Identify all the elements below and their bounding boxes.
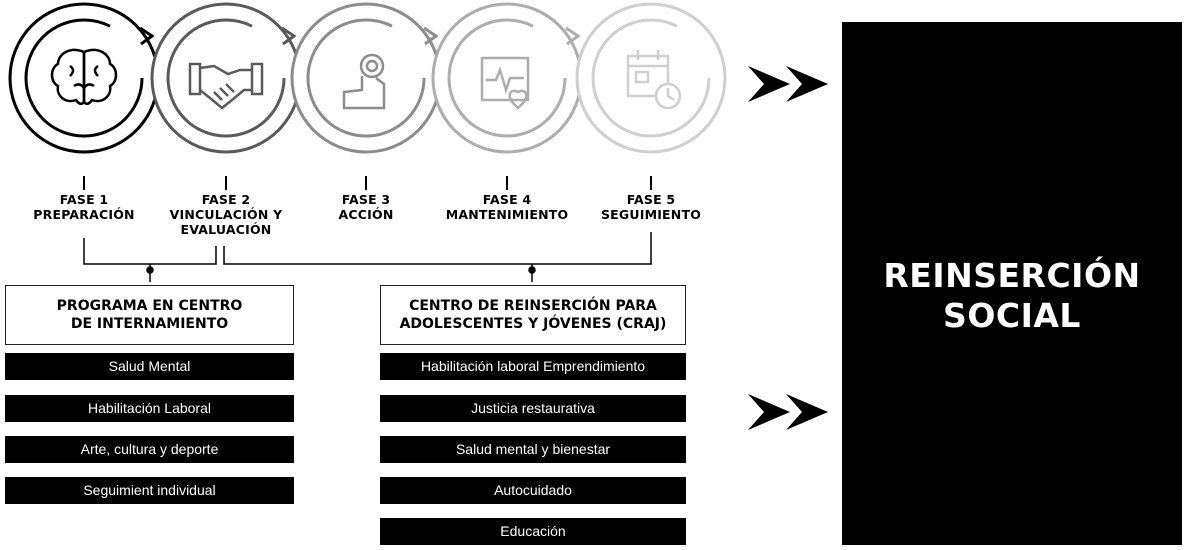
phase-circle-5 — [575, 2, 727, 154]
internment-item: Seguimient individual — [5, 477, 294, 504]
internment-item: Salud Mental — [5, 353, 294, 380]
phase-name: EVALUACIÓN — [180, 222, 272, 237]
double-chevron-icon — [748, 66, 828, 102]
bracket-connector-craj — [223, 232, 652, 282]
social-reinsertion-title: REINSERCIÓN SOCIAL — [842, 256, 1182, 336]
title-line: SOCIAL — [943, 296, 1081, 335]
phase-number: FASE 2 — [201, 192, 251, 207]
craj-item: Salud mental y bienestar — [380, 436, 686, 463]
title-line: PROGRAMA EN CENTRO — [56, 298, 243, 314]
phase-label-4: FASE 4 MANTENIMIENTO — [437, 192, 577, 222]
social-reinsertion-panel: REINSERCIÓN SOCIAL — [842, 22, 1182, 545]
phase-label-3: FASE 3 ACCIÓN — [316, 192, 416, 222]
phase-name: SEGUIMIENTO — [600, 207, 702, 222]
strength-icon — [342, 53, 386, 110]
bracket-connector-internment — [83, 238, 217, 282]
phase-label-1: FASE 1 PREPARACIÓN — [24, 192, 144, 222]
phase-circle-3 — [290, 2, 442, 154]
internment-program-title: PROGRAMA EN CENTRO DE INTERNAMIENTO — [5, 285, 294, 345]
craj-program-title: CENTRO DE REINSERCIÓN PARA ADOLESCENTES … — [380, 285, 686, 345]
phase-number: FASE 3 — [341, 192, 391, 207]
phase-name: MANTENIMIENTO — [445, 207, 569, 222]
phase-number: FASE 4 — [482, 192, 532, 207]
title-line: ADOLESCENTES Y JÓVENES (CRAJ) — [399, 316, 667, 332]
craj-item: Autocuidado — [380, 477, 686, 504]
internment-item: Arte, cultura y deporte — [5, 436, 294, 463]
phase-label-5: FASE 5 SEGUIMIENTO — [591, 192, 711, 222]
craj-item: Habilitación laboral Emprendimiento — [380, 353, 686, 380]
brain-icon — [50, 48, 118, 105]
internment-item: Habilitación Laboral — [5, 395, 294, 422]
phase-label-2: FASE 2 VINCULACIÓN Y EVALUACIÓN — [160, 192, 292, 237]
flow-arrowhead-1 — [139, 26, 155, 46]
double-chevron-icon — [748, 394, 828, 430]
title-line: CENTRO DE REINSERCIÓN PARA — [409, 298, 657, 314]
phase-number: FASE 1 — [59, 192, 109, 207]
craj-item: Educación — [380, 518, 686, 545]
flow-arrowhead-4 — [565, 26, 581, 46]
flow-arrowhead-2 — [281, 26, 297, 46]
phase-name: VINCULACIÓN Y — [169, 207, 283, 222]
handshake-icon — [188, 62, 264, 110]
phase-circle-4 — [431, 2, 583, 154]
title-line: DE INTERNAMIENTO — [70, 316, 229, 332]
heart-monitor-icon — [480, 56, 530, 110]
title-line: REINSERCIÓN — [883, 256, 1141, 295]
calendar-clock-icon — [626, 50, 682, 110]
flow-arrowhead-3 — [423, 26, 439, 46]
phase-name: PREPARACIÓN — [33, 207, 135, 222]
phase-circle-2 — [150, 2, 302, 154]
craj-item: Justicia restaurativa — [380, 395, 686, 422]
phase-number: FASE 5 — [626, 192, 676, 207]
phase-name: ACCIÓN — [338, 207, 394, 222]
